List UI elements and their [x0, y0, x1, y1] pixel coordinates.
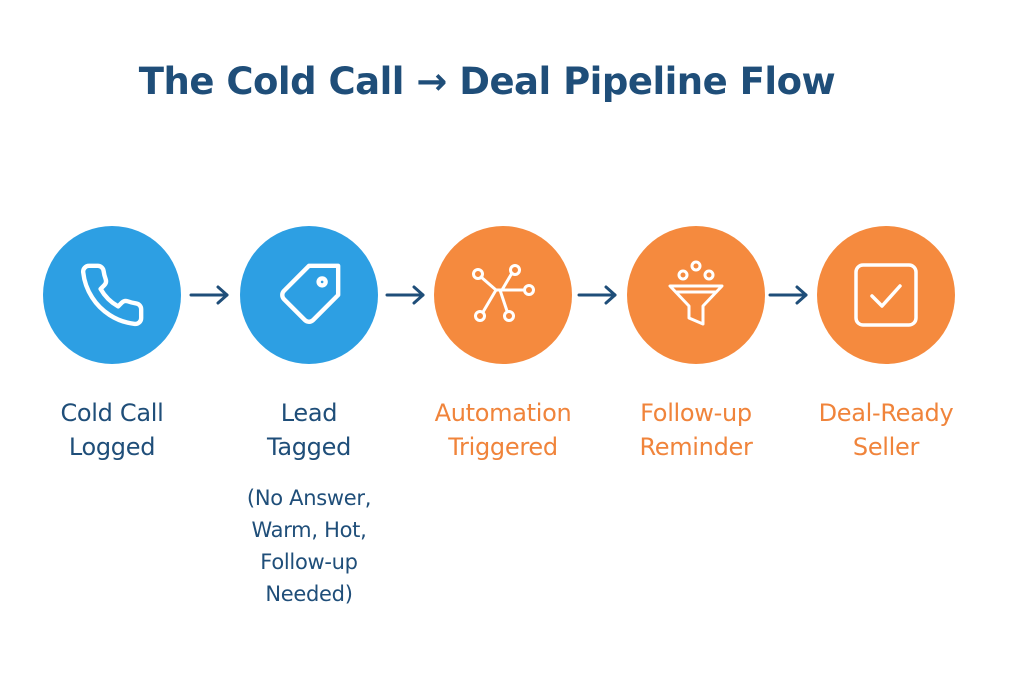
checkbox-icon — [854, 263, 918, 327]
step-label: Cold Call Logged — [60, 399, 164, 461]
tag-icon — [280, 263, 341, 324]
arrow-right-icon — [385, 285, 425, 305]
arrow-right-icon — [768, 285, 808, 305]
step-label: Automation Triggered — [434, 399, 572, 461]
step-circle — [434, 226, 572, 364]
step-circle — [43, 226, 181, 364]
step-circle — [817, 226, 955, 364]
step-label: Deal-Ready Seller — [818, 399, 954, 461]
workflow-icon — [472, 264, 535, 322]
funnel-icon — [668, 260, 724, 326]
arrow-right-icon — [577, 285, 617, 305]
arrow-right-icon — [189, 285, 229, 305]
phone-icon — [80, 263, 144, 327]
step-circle — [627, 226, 765, 364]
step-circle — [240, 226, 378, 364]
step-label: Follow-up Reminder — [639, 399, 753, 461]
page-title: The Cold Call → Deal Pipeline Flow — [138, 60, 836, 103]
step-label: Lead Tagged — [266, 399, 352, 461]
tag-options-note: (No Answer, Warm, Hot, Follow-up Needed) — [246, 486, 372, 606]
